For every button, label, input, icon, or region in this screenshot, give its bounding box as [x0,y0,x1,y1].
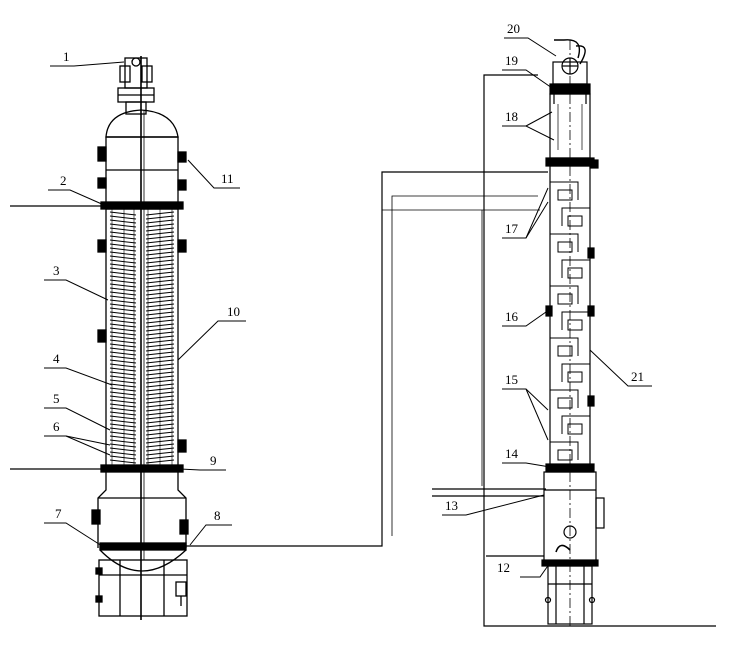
vapor-transfer-pipe [186,171,548,547]
label-3: 3 [53,263,60,278]
label-2: 2 [60,173,67,188]
reactor-column [10,56,189,620]
label-10: 10 [227,304,240,319]
label-16: 16 [505,309,519,324]
label-4: 4 [53,351,60,366]
label-8: 8 [214,508,221,523]
bottom-flange [99,542,187,551]
label-14: 14 [505,446,519,461]
label-17: 17 [505,221,519,236]
column-trays [550,181,590,461]
column-skirt [547,565,593,625]
top-drive-assembly [117,57,155,115]
label-1: 1 [63,49,70,64]
label-9: 9 [210,453,217,468]
label-5: 5 [53,391,60,406]
lower-cone [97,472,187,548]
label-12: 12 [497,560,510,575]
label-20: 20 [507,21,520,36]
support-skirt [98,559,188,617]
reflux-pipe [554,39,586,65]
label-21: 21 [631,369,644,384]
label-18: 18 [505,109,518,124]
label-11: 11 [221,171,234,186]
label-7: 7 [55,506,62,521]
label-15: 15 [505,372,518,387]
label-13: 13 [445,498,458,513]
label-6: 6 [53,419,60,434]
distillation-column [432,39,716,627]
bottom-dish [99,549,187,572]
upper-flange [100,201,184,210]
tube-bundle-coils [109,209,175,467]
lower-flange [100,464,184,473]
callout-leaders [44,37,652,578]
label-19: 19 [505,53,518,68]
callout-labels: 1 2 3 4 5 6 7 8 9 10 11 12 13 14 15 16 1… [53,21,644,575]
